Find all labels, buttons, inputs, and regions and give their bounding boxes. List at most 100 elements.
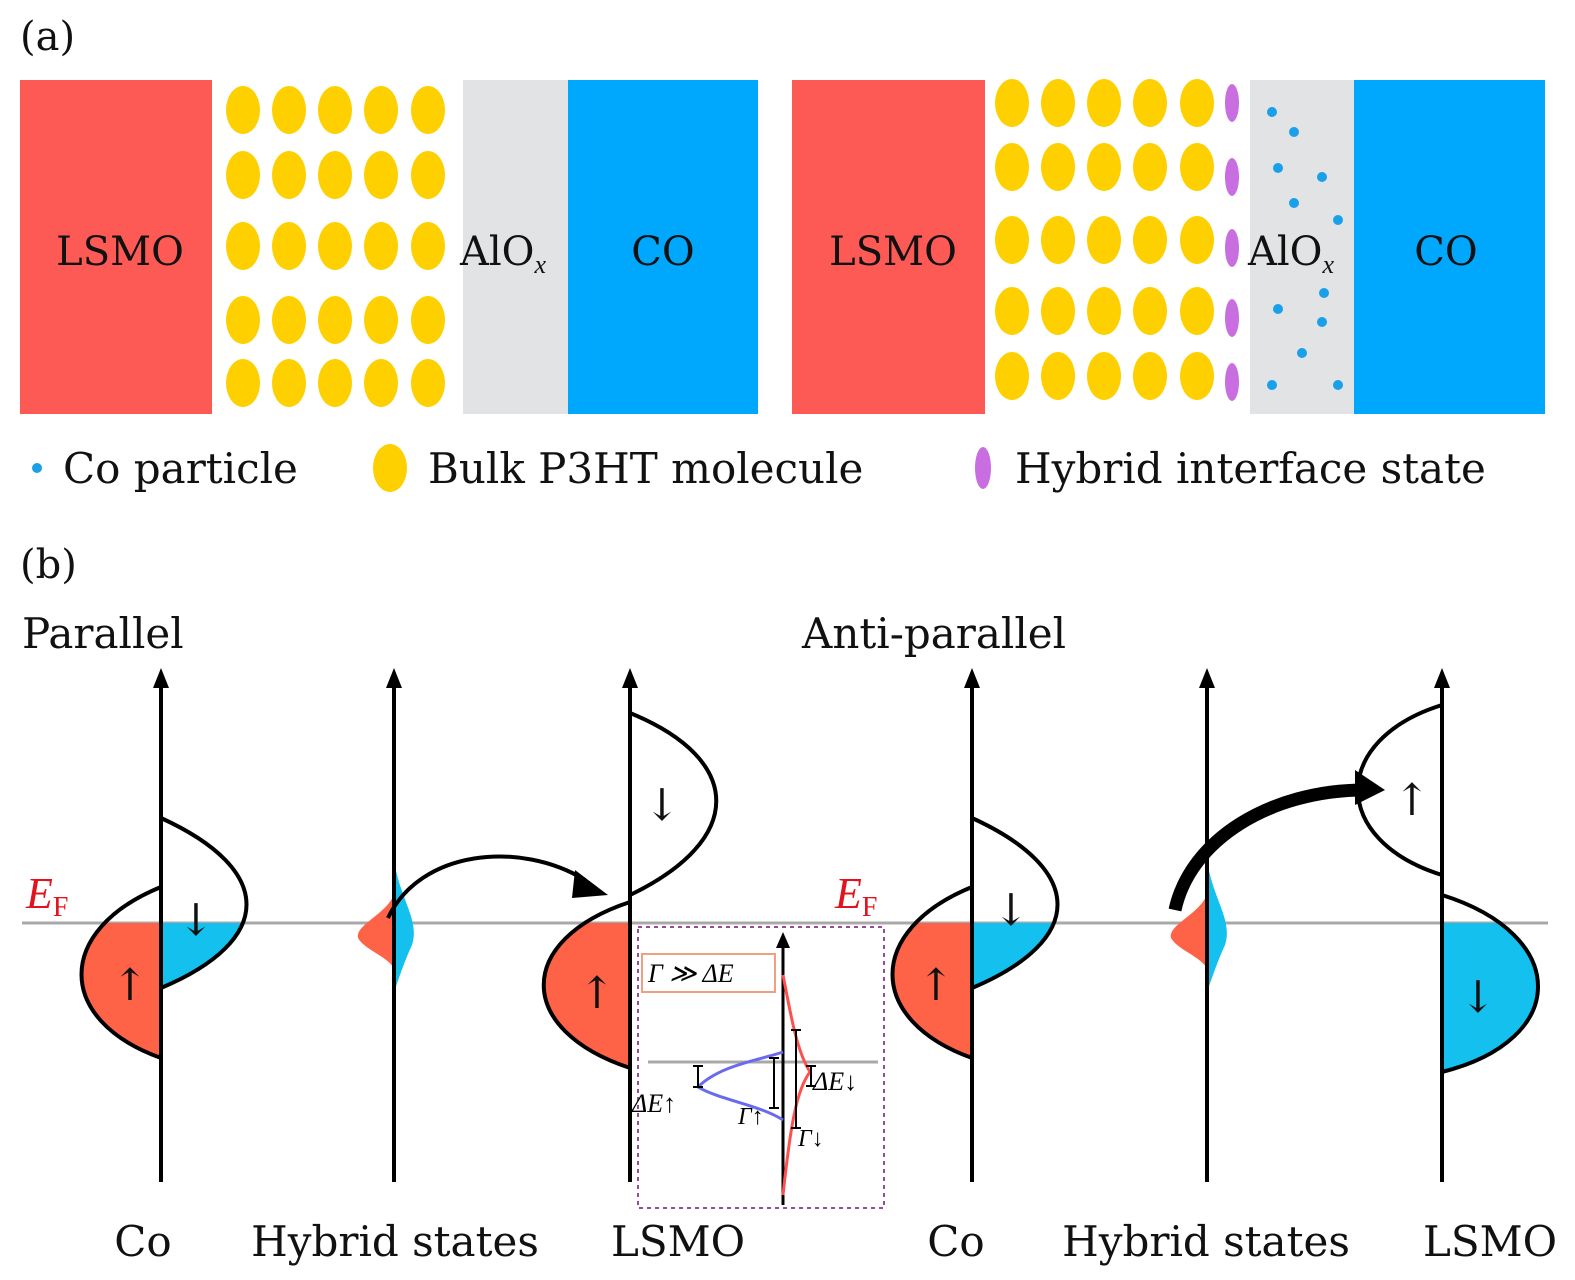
- co-particle: [1273, 163, 1283, 173]
- alox-layer: [1250, 80, 1354, 414]
- p3ht-molecule: [272, 222, 306, 270]
- lsmo-layer: [792, 80, 985, 414]
- p3ht-molecule: [1133, 79, 1167, 127]
- alox-layer: [463, 80, 568, 414]
- p3ht-molecule: [411, 151, 445, 199]
- lsmo-label: LSMO: [829, 229, 957, 275]
- p3ht-molecule: [1133, 143, 1167, 191]
- co-dos-parallel: ↑ ↓: [79, 816, 249, 1060]
- p3ht-molecule: [1041, 216, 1075, 264]
- lsmo-label: LSMO: [56, 229, 184, 275]
- p3ht-molecule: [995, 352, 1029, 400]
- p3ht-molecule: [364, 296, 398, 344]
- p3ht-molecule: [1180, 216, 1214, 264]
- axis-label-hybrid: Hybrid states: [251, 1217, 539, 1266]
- co-particle: [1267, 380, 1277, 390]
- co-layer: [1354, 80, 1545, 414]
- legend-co-particle: Co particle: [63, 444, 298, 493]
- right-stack: LSMO AlOx CO: [792, 79, 1545, 414]
- p3ht-molecule: [1087, 143, 1121, 191]
- lsmo-dos-antiparallel: ↑ ↓: [1356, 703, 1540, 1074]
- co-particle: [1333, 380, 1343, 390]
- co-particle: [1297, 348, 1307, 358]
- p3ht-molecule: [1180, 352, 1214, 400]
- p3ht-molecule: [318, 222, 352, 270]
- spin-down-arrow: ↓: [178, 895, 215, 946]
- co-particle: [1273, 304, 1283, 314]
- co-layer: [568, 80, 758, 414]
- p3ht-molecule: [318, 86, 352, 134]
- co-particle: [1319, 288, 1329, 298]
- panel-a-label: (a): [20, 14, 75, 60]
- alox-label: AlOx: [1247, 229, 1334, 279]
- tunneling-arrow-antiparallel: [1168, 770, 1385, 912]
- axis-arrowhead: [153, 668, 169, 688]
- p3ht-molecule: [226, 86, 260, 134]
- axis-label-co: Co: [927, 1217, 984, 1266]
- p3ht-molecule: [1041, 287, 1075, 335]
- axis-arrowhead: [622, 668, 638, 688]
- p3ht-molecules: [226, 86, 445, 407]
- left-stack: LSMO AlOx CO: [20, 80, 758, 414]
- p3ht-molecule: [1041, 352, 1075, 400]
- delta-e-down: ΔE↓: [812, 1067, 857, 1096]
- axis-label-lsmo: LSMO: [1423, 1217, 1557, 1266]
- co-particle: [1317, 317, 1327, 327]
- hybrid-interface-state: [1225, 299, 1239, 337]
- p3ht-molecule: [318, 296, 352, 344]
- hybrid-dos-antiparallel: [1170, 860, 1227, 992]
- axis-arrowhead: [1434, 668, 1450, 688]
- p3ht-molecule: [995, 216, 1029, 264]
- p3ht-molecule: [1087, 79, 1121, 127]
- co-dos-antiparallel: ↑ ↓: [890, 816, 1060, 1060]
- p3ht-molecule: [1180, 287, 1214, 335]
- p3ht-molecule: [1180, 143, 1214, 191]
- p3ht-molecule: [272, 86, 306, 134]
- lsmo-dos-parallel: ↑ ↓: [541, 711, 719, 1070]
- p3ht-molecule: [411, 359, 445, 407]
- co-particle: [1289, 198, 1299, 208]
- p3ht-molecule: [411, 86, 445, 134]
- p3ht-molecule: [318, 151, 352, 199]
- co-particle: [1267, 107, 1277, 117]
- co-label: CO: [631, 229, 694, 275]
- axis-label-hybrid: Hybrid states: [1062, 1217, 1350, 1266]
- inset: Γ ≫ ΔE ΔE↑ Γ↑ ΔE↓ Γ↓: [631, 926, 885, 1209]
- tunneling-arrow-parallel: [386, 854, 608, 919]
- spin-up-arrow: ↑: [918, 960, 955, 1011]
- legend-hybrid: Hybrid interface state: [1015, 444, 1486, 493]
- co-particles: [1267, 107, 1343, 390]
- hybrid-interface-state: [1225, 363, 1239, 401]
- antiparallel-title: Anti-parallel: [801, 609, 1066, 658]
- axis-arrowhead: [386, 668, 402, 688]
- hybrid-state-icon: [975, 447, 991, 489]
- co-particle: [1333, 215, 1343, 225]
- ef-label: EF: [834, 869, 877, 923]
- p3ht-molecule: [1180, 79, 1214, 127]
- panel-b-label: (b): [20, 542, 77, 588]
- p3ht-molecule: [411, 296, 445, 344]
- spin-down-arrow: ↓: [1460, 972, 1497, 1023]
- p3ht-molecule: [1041, 143, 1075, 191]
- p3ht-molecule: [1087, 216, 1121, 264]
- legend: Co particle Bulk P3HT molecule Hybrid in…: [32, 444, 1486, 493]
- gamma-down: Γ↓: [797, 1126, 824, 1152]
- p3ht-molecule: [318, 359, 352, 407]
- p3ht-molecule: [1133, 216, 1167, 264]
- hybrid-interface-state: [1225, 158, 1239, 196]
- spin-up-arrow: ↑: [579, 968, 616, 1019]
- p3ht-molecule: [272, 296, 306, 344]
- hybrid-interface-state: [1225, 229, 1239, 267]
- spin-up-arrow: ↑: [112, 960, 149, 1011]
- spin-down-arrow: ↓: [644, 780, 681, 831]
- p3ht-molecule: [364, 359, 398, 407]
- p3ht-molecule: [226, 222, 260, 270]
- p3ht-molecule: [995, 143, 1029, 191]
- axis-arrowhead: [1199, 668, 1215, 688]
- alox-label: AlOx: [459, 229, 546, 279]
- ef-label: EF: [25, 869, 68, 923]
- p3ht-molecule: [226, 296, 260, 344]
- p3ht-molecule: [995, 79, 1029, 127]
- p3ht-molecule: [272, 151, 306, 199]
